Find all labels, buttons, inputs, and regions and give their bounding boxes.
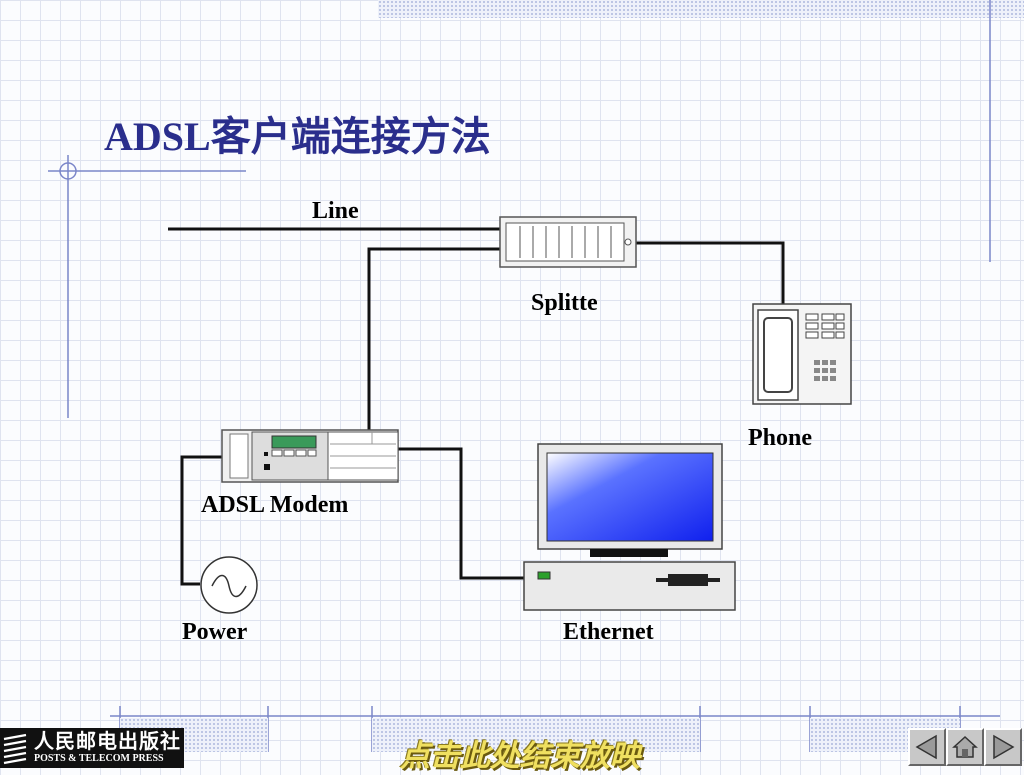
splitter-to-phone-wire xyxy=(636,241,785,304)
publisher-logo: 人民邮电出版社 POSTS & TELECOM PRESS xyxy=(0,728,184,768)
triangle-left-icon xyxy=(915,734,937,760)
slide-title: ADSL客户端连接方法 xyxy=(104,114,491,159)
adsl-modem-device xyxy=(221,429,399,483)
wires xyxy=(168,227,785,586)
footer-pattern-band xyxy=(372,718,700,752)
publisher-emblem-icon xyxy=(3,733,27,765)
publisher-name-en: POSTS & TELECOM PRESS xyxy=(34,753,164,764)
previous-slide-button[interactable] xyxy=(908,728,946,766)
end-slideshow-link[interactable]: 点击此处结束放映 xyxy=(400,739,640,774)
phone-label: Phone xyxy=(748,425,813,451)
splitter-label: Splitte xyxy=(531,290,598,316)
power-source-icon xyxy=(200,556,258,614)
next-slide-button[interactable] xyxy=(984,728,1022,766)
line-label: Line xyxy=(312,198,359,224)
ethernet-label: Ethernet xyxy=(563,619,654,645)
modem-to-pc-wire xyxy=(398,447,524,580)
modem-to-power-wire xyxy=(180,455,222,586)
splitter-device xyxy=(499,216,637,268)
publisher-name-zh: 人民邮电出版社 xyxy=(34,731,181,753)
power-label: Power xyxy=(182,619,248,645)
home-button[interactable] xyxy=(946,728,984,766)
computer-icon xyxy=(523,443,736,611)
home-icon xyxy=(952,735,978,758)
phone-icon xyxy=(752,303,852,405)
triangle-right-icon xyxy=(993,734,1015,760)
modem-label: ADSL Modem xyxy=(201,492,349,518)
header-pattern-band xyxy=(378,0,1024,18)
splitter-to-modem-wire xyxy=(367,247,500,430)
